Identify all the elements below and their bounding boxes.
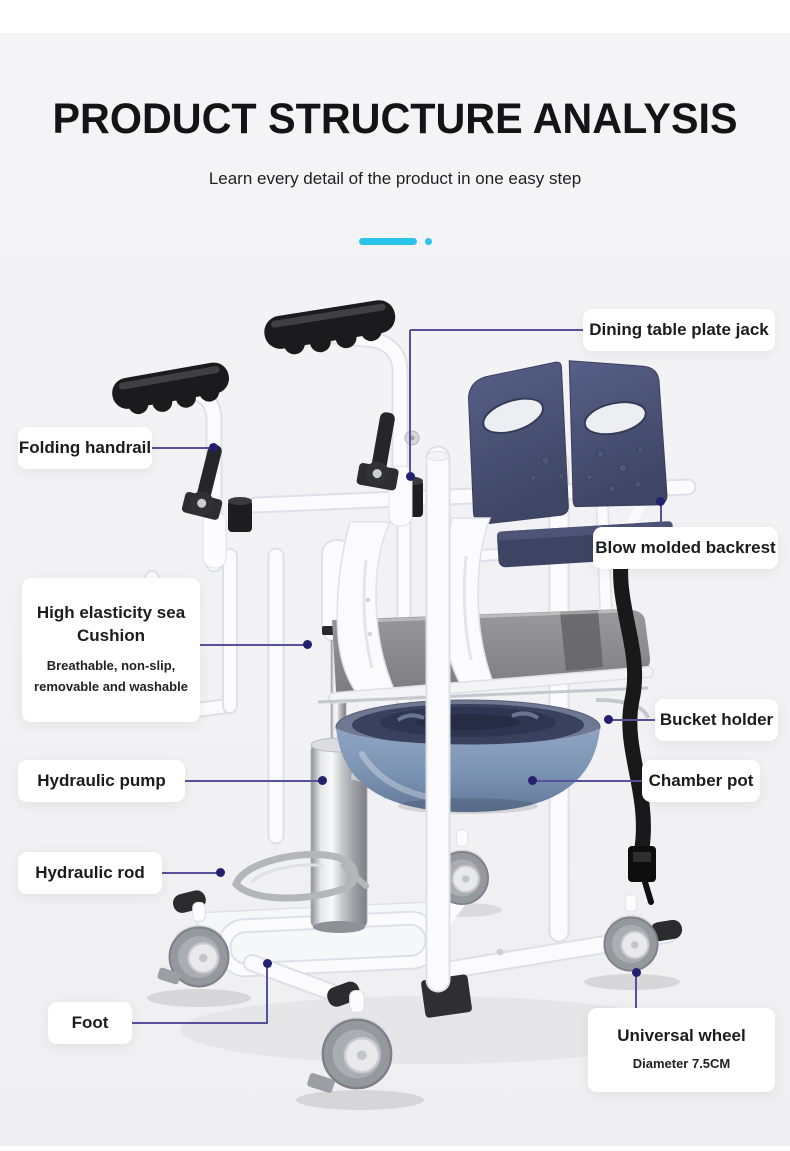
callout-description: Breathable, non-slip, removable and wash… bbox=[34, 658, 188, 694]
callout-dot bbox=[209, 443, 218, 452]
accent-dot bbox=[424, 238, 432, 245]
left-handrail bbox=[112, 362, 229, 573]
callout-dot bbox=[528, 776, 537, 785]
top-white-strip bbox=[0, 0, 790, 33]
caster-wheels bbox=[157, 893, 659, 1093]
callout-line bbox=[152, 447, 210, 449]
callout-line bbox=[162, 872, 217, 874]
callout-title: Universal wheel bbox=[617, 1026, 746, 1046]
callout-blow-molded-backrest: Blow molded backrest bbox=[593, 527, 778, 569]
callout-description: Diameter 7.5CM bbox=[632, 1056, 731, 1072]
callout-line bbox=[611, 719, 655, 721]
callout-hydraulic-pump: Hydraulic pump bbox=[18, 760, 185, 802]
callout-hydraulic-rod: Hydraulic rod bbox=[18, 852, 162, 894]
callout-high-elasticity-cushion: High elasticity sea Cushion Breathable, … bbox=[22, 578, 200, 722]
callout-dot bbox=[263, 959, 272, 968]
callout-dot bbox=[604, 715, 613, 724]
right-grip bbox=[264, 300, 396, 355]
callout-bucket-holder: Bucket holder bbox=[655, 699, 778, 741]
callout-dot bbox=[318, 776, 327, 785]
callout-universal-wheel: Universal wheel Diameter 7.5CM bbox=[588, 1008, 775, 1092]
callout-line bbox=[409, 330, 411, 473]
callout-title: High elasticity sea Cushion bbox=[36, 603, 186, 646]
callout-line bbox=[185, 780, 319, 782]
callout-line bbox=[132, 1022, 268, 1024]
left-grip bbox=[112, 362, 229, 415]
hydraulic-rod-part bbox=[231, 850, 369, 902]
backrest bbox=[467, 360, 675, 568]
callout-dot bbox=[303, 640, 312, 649]
callout-line bbox=[535, 780, 642, 782]
accent-bar bbox=[358, 238, 417, 245]
right-handrail bbox=[264, 300, 420, 527]
callout-dining-table-plate-jack: Dining table plate jack bbox=[583, 309, 775, 351]
callout-dot bbox=[632, 968, 641, 977]
chamber-pot-part bbox=[317, 686, 650, 814]
callout-dot bbox=[656, 497, 665, 506]
page-title: PRODUCT STRUCTURE ANALYSIS bbox=[52, 95, 738, 143]
callout-dot bbox=[216, 868, 225, 877]
callout-line bbox=[635, 976, 637, 1008]
callout-line bbox=[660, 505, 662, 527]
callout-foot: Foot bbox=[48, 1002, 132, 1044]
callout-line bbox=[266, 966, 268, 1024]
page-subtitle: Learn every detail of the product in one… bbox=[208, 169, 582, 189]
right-clamp-lever bbox=[356, 412, 399, 491]
callout-chamber-pot: Chamber pot bbox=[642, 760, 760, 802]
buckle-strap bbox=[613, 531, 656, 905]
left-clamp-lever bbox=[181, 444, 223, 520]
callout-dot bbox=[406, 472, 415, 481]
accent-divider bbox=[0, 238, 790, 245]
header: PRODUCT STRUCTURE ANALYSIS Learn every d… bbox=[0, 95, 790, 189]
callout-line bbox=[410, 329, 583, 331]
callout-line bbox=[188, 644, 304, 646]
right-rear-post bbox=[548, 451, 570, 943]
callout-folding-handrail: Folding handrail bbox=[18, 427, 152, 469]
